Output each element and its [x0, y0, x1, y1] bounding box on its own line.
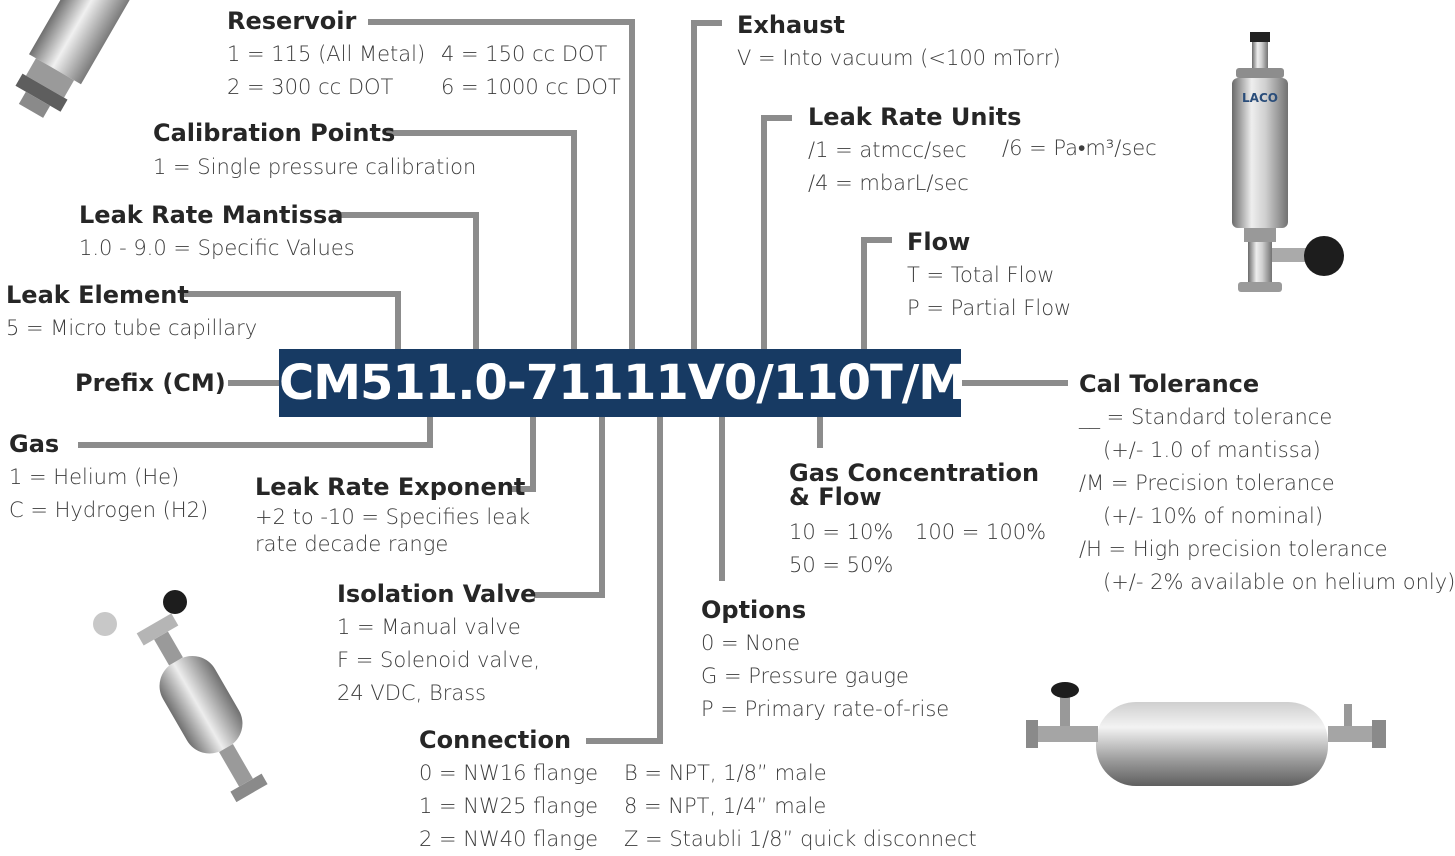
leader-leak-element [180, 291, 401, 356]
flow-title: Flow [907, 228, 971, 256]
leader-units [761, 115, 792, 356]
leader-calibration [386, 130, 577, 356]
leak-element-option: 5 = Micro tube capillary [6, 316, 258, 340]
gas-concentration-option: 100 = 100% [915, 520, 1047, 544]
cal-tolerance-note: (+/- 2% available on helium only) [1103, 570, 1455, 594]
leak-rate-mantissa-title: Leak Rate Mantissa [79, 201, 344, 229]
cal-tolerance-title: Cal Tolerance [1079, 370, 1260, 398]
isolation-valve-option: F = Solenoid valve, [337, 648, 541, 672]
isolation-valve-option: 24 VDC, Brass [337, 681, 487, 705]
leader-connection [586, 416, 663, 744]
model-code: CM511.0-71111V0/110T/M [279, 355, 966, 411]
cal-tolerance-note: (+/- 1.0 of mantissa) [1103, 438, 1321, 462]
connection-option: 2 = NW40 flange [419, 827, 599, 851]
laco-logo: LACO [1242, 91, 1278, 105]
leak-rate-exponent-option: +2 to -10 = Specifies leak [255, 505, 531, 529]
isolation-valve-option: 1 = Manual valve [337, 615, 521, 639]
gas-title: Gas [9, 430, 60, 458]
exhaust-option: V = Into vacuum (<100 mTorr) [737, 46, 1061, 70]
connection-option: B = NPT, 1/8” male [624, 761, 827, 785]
leader-mantissa [336, 212, 479, 356]
leak-rate-units-option: /1 = atmcc/sec [808, 138, 967, 162]
options-option: P = Primary rate-of-rise [701, 697, 950, 721]
calibration-points-title: Calibration Points [153, 119, 396, 147]
connection-option: Z = Staubli 1/8” quick disconnect [624, 827, 977, 851]
gas-option: 1 = Helium (He) [9, 465, 180, 489]
leader-reservoir [368, 19, 635, 356]
cal-tolerance-option: __ = Standard tolerance [1079, 405, 1333, 429]
gas-concentration-title-line2: & Flow [789, 483, 882, 511]
calibration-points-option: 1 = Single pressure calibration [153, 155, 477, 179]
leak-rate-exponent-option: rate decade range [255, 532, 449, 556]
reservoir-title: Reservoir [227, 7, 357, 35]
options-option: 0 = None [701, 631, 801, 655]
gas-concentration-title: Gas Concentration [789, 459, 1040, 487]
gas-concentration-option: 10 = 10% [789, 520, 894, 544]
model-code-box [279, 349, 961, 417]
reservoir-option: 1 = 115 (All Metal) [227, 42, 426, 66]
connection-option: 8 = NPT, 1/4” male [624, 794, 827, 818]
reservoir-option: 2 = 300 cc DOT [227, 75, 394, 99]
gas-concentration-option: 50 = 50% [789, 553, 894, 577]
leak-rate-units-option: /6 = Pa•m³/sec [1002, 136, 1157, 160]
options-option: G = Pressure gauge [701, 664, 909, 688]
connection-option: 0 = NW16 flange [419, 761, 599, 785]
exhaust-title: Exhaust [737, 11, 845, 39]
leader-flow [861, 237, 892, 356]
reservoir-option: 6 = 1000 cc DOT [441, 75, 621, 99]
cylinder-photo-bottom-left [93, 590, 268, 803]
cylinder-photo-top-left [15, 0, 141, 118]
cal-tolerance-note: (+/- 10% of nominal) [1103, 504, 1324, 528]
cal-tolerance-option: /H = High precision tolerance [1079, 537, 1388, 561]
cylinder-photo-bottom-right [1026, 682, 1386, 786]
leak-element-title: Leak Element [6, 281, 189, 309]
leak-rate-units-option: /4 = mbarL/sec [808, 171, 969, 195]
leader-exponent [510, 416, 536, 492]
flow-option: T = Total Flow [907, 263, 1055, 287]
leader-isolation [534, 416, 605, 598]
cylinder-photo-top-right: LACO [1232, 32, 1344, 292]
cal-tolerance-option: /M = Precision tolerance [1079, 471, 1335, 495]
connection-option: 1 = NW25 flange [419, 794, 599, 818]
leader-gas [78, 416, 433, 448]
prefix-title: Prefix (CM) [75, 369, 226, 397]
reservoir-option: 4 = 150 cc DOT [441, 42, 608, 66]
leak-rate-units-title: Leak Rate Units [808, 103, 1022, 131]
connection-title: Connection [419, 726, 572, 754]
leader-exhaust [691, 20, 722, 356]
isolation-valve-title: Isolation Valve [337, 580, 537, 608]
leak-rate-exponent-title: Leak Rate Exponent [255, 473, 526, 501]
options-title: Options [701, 596, 807, 624]
leak-rate-mantissa-option: 1.0 - 9.0 = Specific Values [79, 236, 355, 260]
gas-option: C = Hydrogen (H2) [9, 498, 209, 522]
flow-option: P = Partial Flow [907, 296, 1072, 320]
